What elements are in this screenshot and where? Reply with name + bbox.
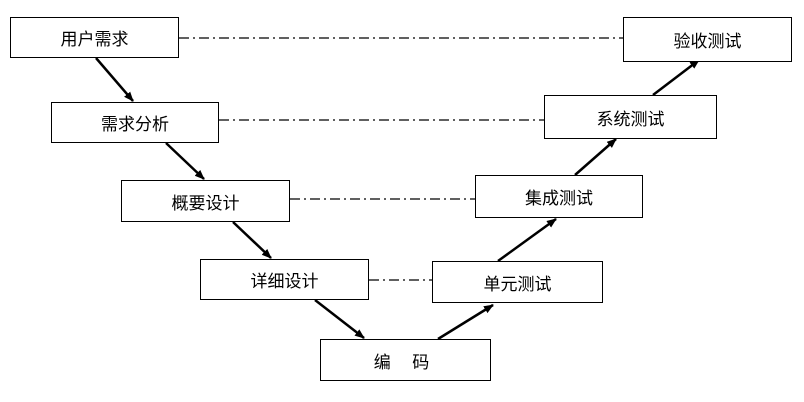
stage-label: 集成测试: [525, 189, 593, 209]
stage-label: 详细设计: [250, 272, 319, 292]
stage-label: 用户需求: [60, 30, 129, 50]
stage-high-level-design: 概要设计: [121, 180, 290, 222]
stage-requirements-analysis: 需求分析: [51, 102, 219, 143]
arrow-system-to-acceptance: [652, 59, 700, 96]
stage-label: 需求分析: [101, 115, 169, 135]
stage-label: 单元测试: [483, 274, 552, 295]
stage-coding: 编 码: [320, 339, 491, 381]
stage-detailed-design: 详细设计: [200, 259, 369, 300]
stage-label: 系统测试: [596, 109, 665, 130]
arrow-coding-to-unit: [437, 303, 494, 341]
stage-label: 概要设计: [171, 193, 240, 214]
arrow-integration-to-system: [574, 138, 617, 176]
arrow-detail-to-coding: [314, 299, 365, 339]
stage-user-requirements: 用户需求: [10, 17, 179, 58]
arrow-analysis-to-overview: [165, 142, 205, 180]
stage-system-testing: 系统测试: [544, 95, 717, 139]
stage-label: 编 码: [373, 352, 438, 373]
stage-label: 验收测试: [673, 32, 742, 52]
arrow-unit-to-integration: [497, 217, 557, 263]
arrow-user-req-to-analysis: [95, 57, 134, 102]
stage-acceptance-testing: 验收测试: [623, 17, 792, 62]
arrow-overview-to-detail: [232, 221, 272, 259]
stage-unit-testing: 单元测试: [432, 261, 603, 303]
stage-integration-testing: 集成测试: [475, 175, 643, 218]
